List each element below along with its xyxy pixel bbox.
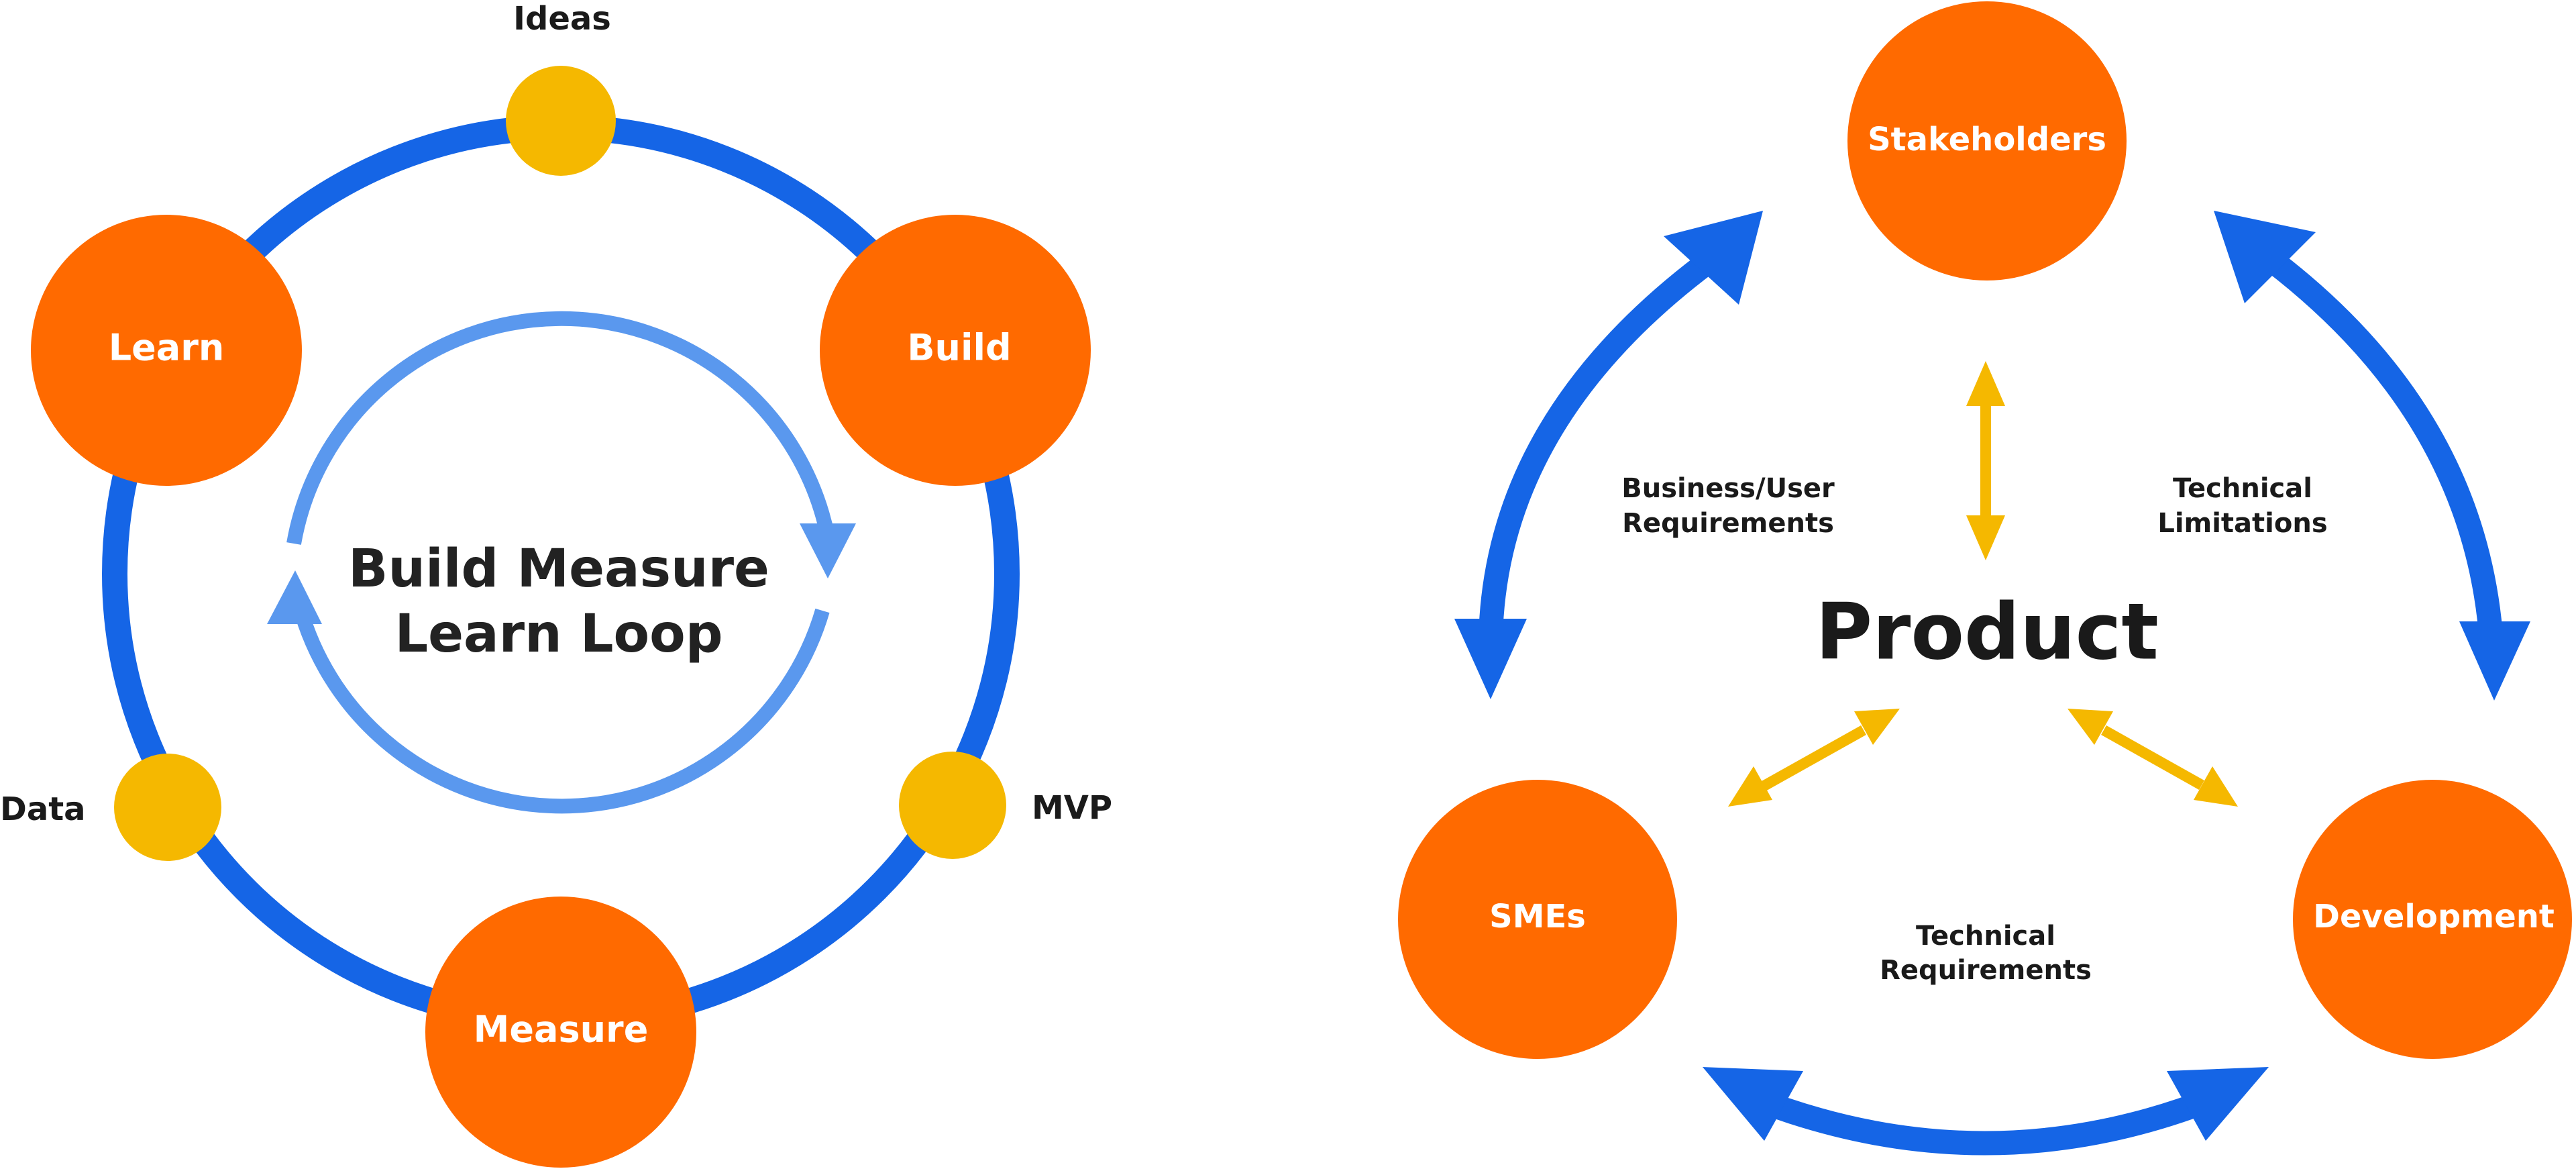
build-label: Build: [907, 327, 1011, 369]
yellow-arrow-left-head-upper: [1854, 709, 1900, 745]
inner-cycle-arrows: [286, 311, 835, 814]
business-requirements-label-line2: Requirements: [1622, 508, 1834, 539]
product-relationship-diagram: Business/User Requirements Technical Lim…: [1398, 1, 2572, 1156]
data-label: Data: [0, 790, 86, 828]
technical-requirements-label-line2: Requirements: [1880, 955, 2092, 986]
smes-label: SMEs: [1489, 898, 1586, 935]
yellow-arrow-left-shaft: [1760, 725, 1866, 791]
product-title: Product: [1815, 587, 2159, 678]
development-node: [2293, 780, 2572, 1059]
inner-arrow-head-left: [267, 570, 322, 624]
measure-node: [425, 897, 696, 1168]
arc-smes-development-head-right: [2167, 1067, 2269, 1141]
arc-stakeholders-development-head-bottom: [2459, 621, 2530, 701]
build-node: [820, 215, 1091, 486]
technical-limitations-label-line1: Technical: [2173, 473, 2312, 504]
yellow-arrow-vertical-head-bottom: [1966, 515, 2005, 560]
build-measure-learn-loop: Build Measure Learn Loop Ideas MVP Data …: [0, 0, 1112, 1168]
arc-stakeholders-development: [2252, 241, 2504, 644]
inner-arrow-head-right: [800, 523, 856, 578]
ideas-node: [506, 66, 616, 176]
arc-stakeholders-development-head-top: [2214, 211, 2316, 303]
arc-stakeholders-smes-head-top: [1664, 211, 1763, 305]
yellow-arrows: [1728, 361, 2238, 807]
loop-title-line1: Build Measure: [348, 539, 769, 599]
development-label: Development: [2313, 898, 2555, 935]
stakeholders-label: Stakeholders: [1868, 121, 2106, 158]
yellow-arrow-right-shaft: [2101, 725, 2204, 790]
arc-smes-development: [1752, 1086, 2220, 1156]
learn-node: [31, 215, 302, 486]
inner-arrow-top: [286, 311, 835, 545]
business-requirements-label-line1: Business/User: [1621, 473, 1835, 504]
measure-label: Measure: [474, 1009, 649, 1051]
yellow-arrow-right-head-lower: [2194, 766, 2238, 807]
inner-arrow-bottom: [288, 585, 830, 814]
ideas-label: Ideas: [513, 0, 611, 38]
data-node: [114, 754, 221, 861]
yellow-arrow-right-head-upper: [2068, 709, 2113, 745]
blue-arrows: [1454, 211, 2530, 1156]
technical-limitations-label-line2: Limitations: [2157, 508, 2327, 539]
yellow-arrow-left-head-lower: [1728, 766, 1772, 807]
smes-node: [1398, 780, 1677, 1059]
mvp-node: [899, 752, 1006, 859]
arc-stakeholders-smes: [1479, 245, 1725, 638]
learn-label: Learn: [109, 327, 225, 369]
technical-requirements-label-line1: Technical: [1916, 921, 2055, 952]
yellow-arrow-vertical-head-top: [1966, 361, 2005, 406]
arc-stakeholders-smes-head-bottom: [1454, 619, 1527, 699]
loop-title-line2: Learn Loop: [394, 604, 722, 664]
mvp-label: MVP: [1032, 789, 1112, 827]
arc-smes-development-head-left: [1703, 1067, 1803, 1141]
stakeholders-node: [1847, 1, 2127, 280]
